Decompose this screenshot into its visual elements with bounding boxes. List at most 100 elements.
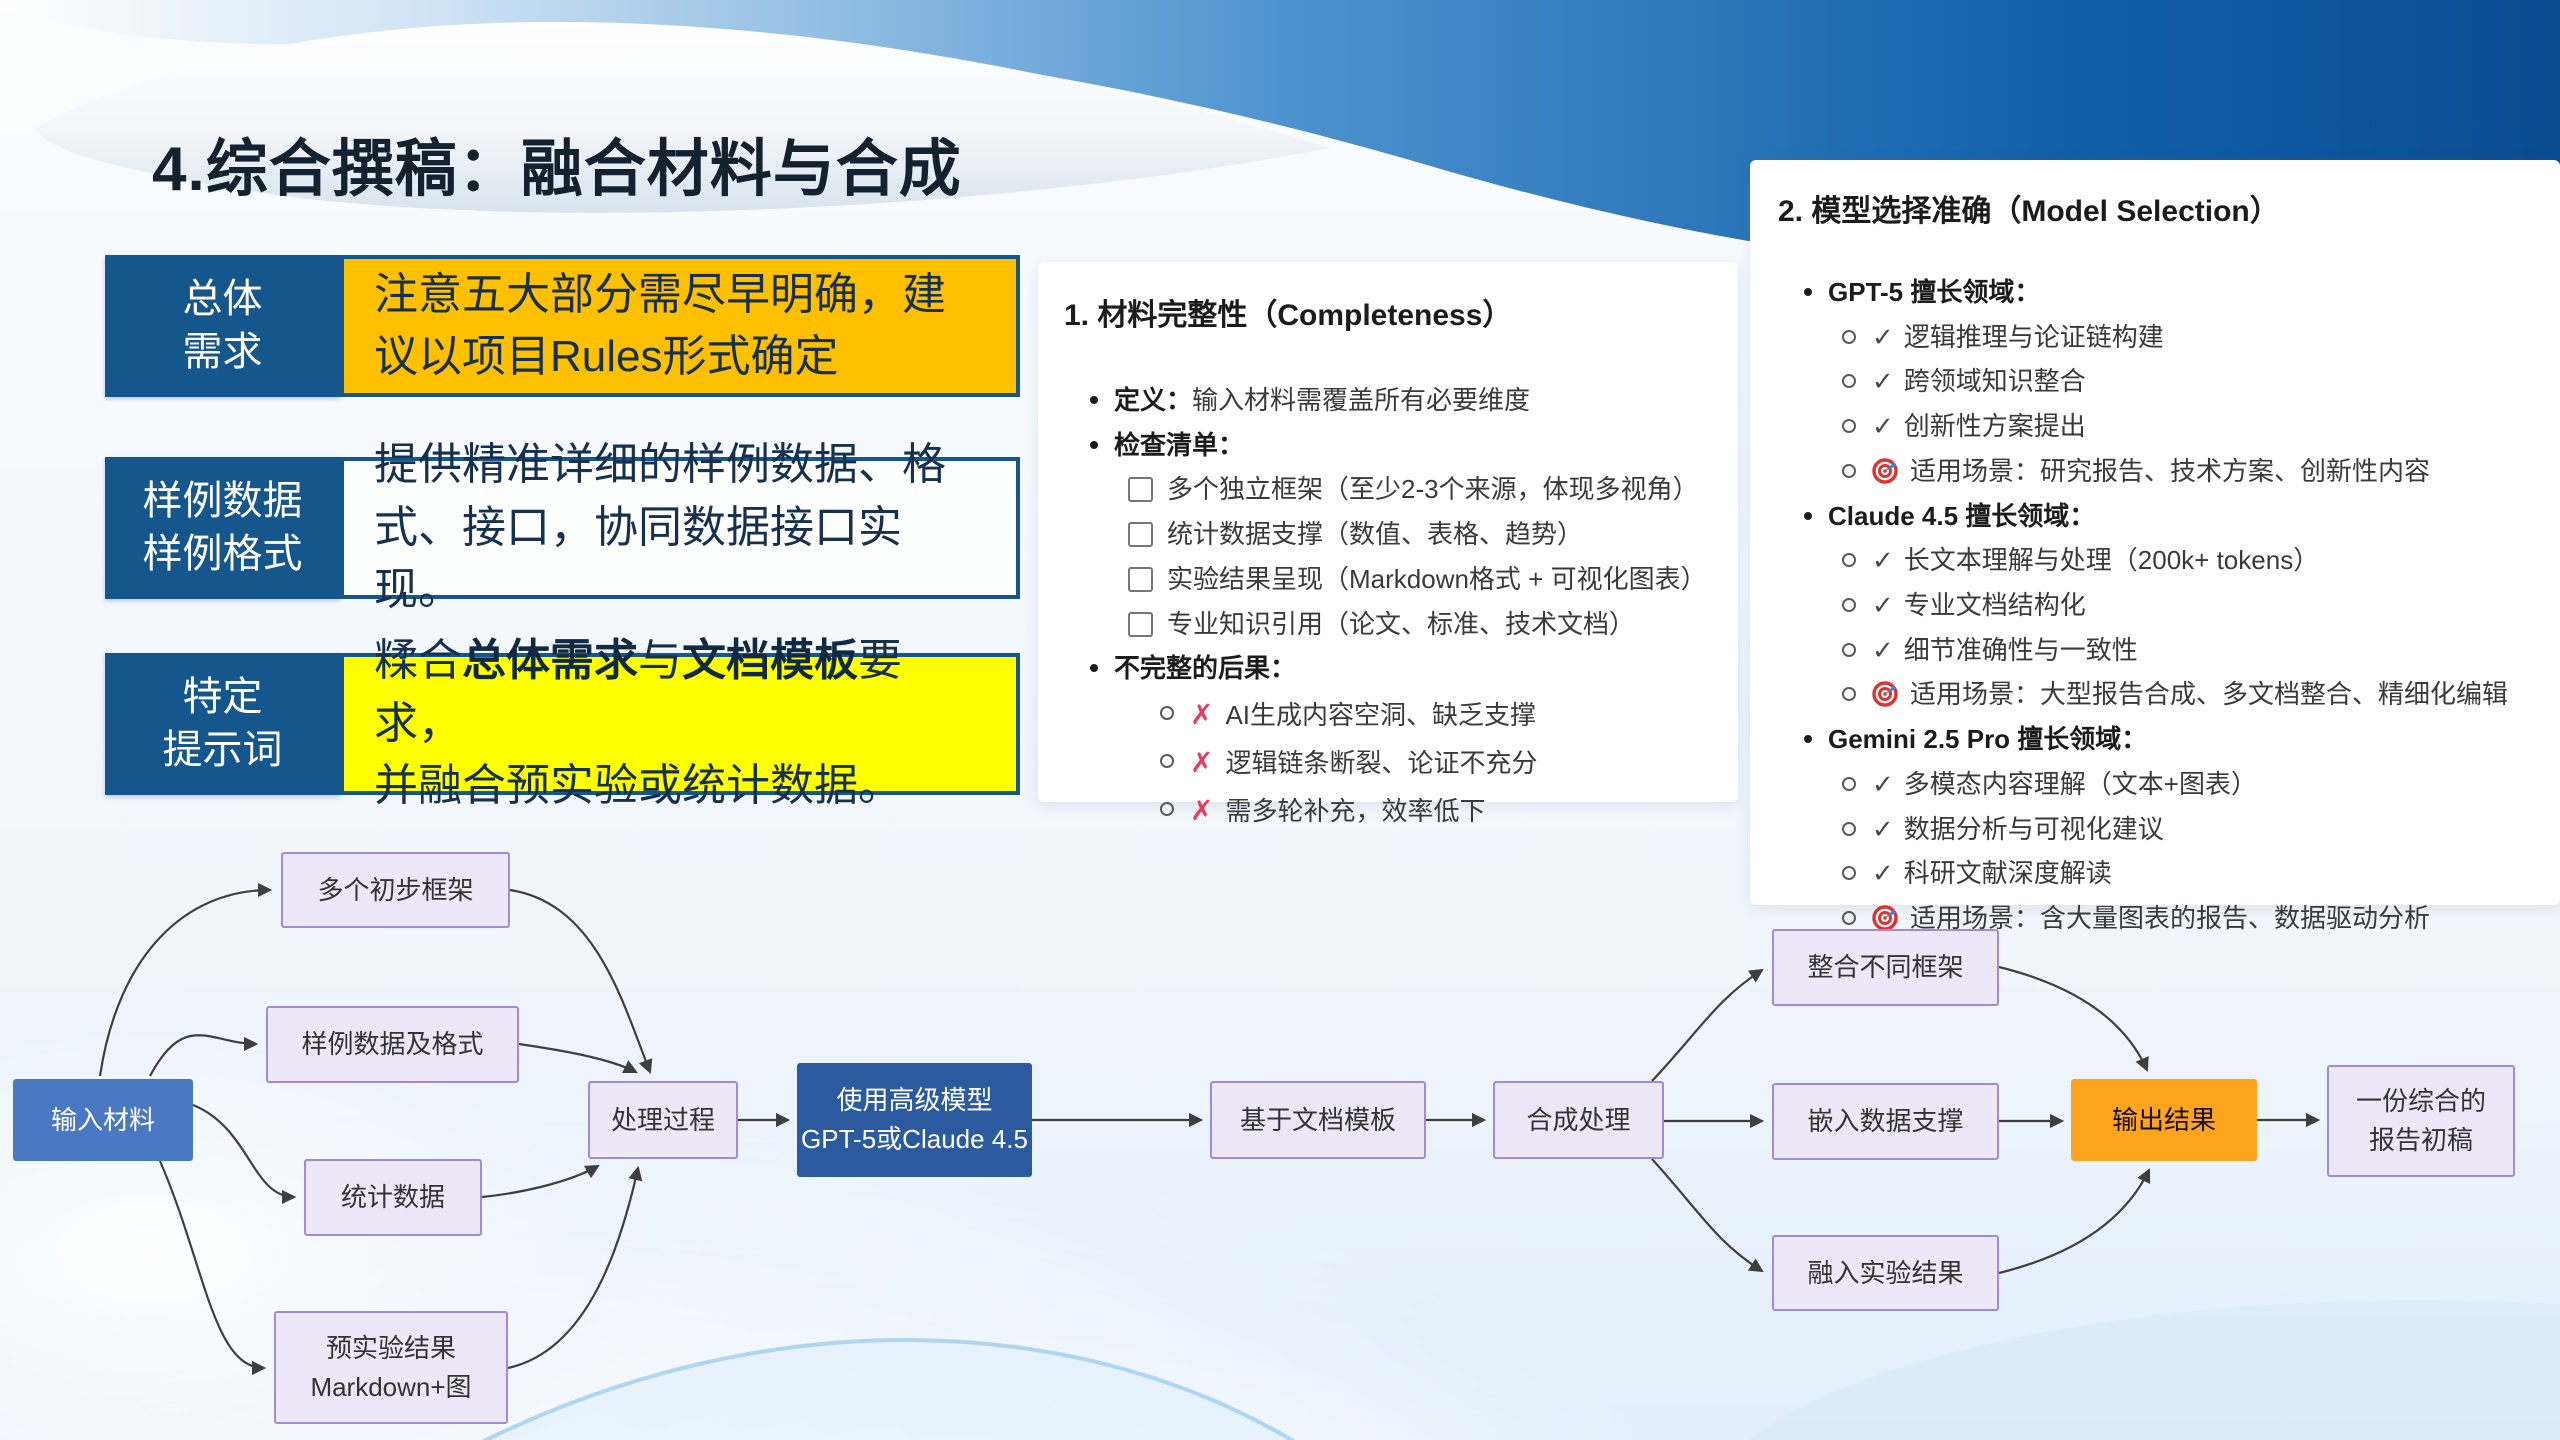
top-banner-swoosh [35, 22, 1330, 213]
flow-node-fuse: 融入实验结果 [1772, 1235, 1999, 1311]
circle-bullet-icon [1842, 776, 1856, 791]
cross-icon: ✗ [1190, 699, 1214, 731]
consequence-text: AI生成内容空洞、缺乏支撑 [1225, 700, 1537, 731]
circle-bullet-icon [1842, 553, 1856, 568]
flow-node-output: 输出结果 [2071, 1079, 2257, 1161]
scenario-text: 适用场景：研究报告、技术方案、创新性内容 [1910, 455, 2431, 486]
check-icon: ✓ [1872, 813, 1894, 844]
flow-node-input: 输入材料 [13, 1079, 193, 1161]
check-icon: ✓ [1872, 590, 1894, 621]
requirement-text: 提供精准详细的样例数据、格式、接口，协同数据接口实现。 [340, 440, 1020, 614]
model-name-line: Gemini 2.5 Pro 擅长领域： [1778, 717, 2532, 762]
bullet-dot-icon [1090, 664, 1098, 673]
bullet-dot-icon [1804, 735, 1812, 744]
requirement-text: 糅合总体需求与文档模板要求， 并融合预实验或统计数据。 [340, 636, 1020, 810]
checkbox-icon [1128, 566, 1153, 592]
consequences-label: 不完整的后果： [1114, 653, 1297, 684]
flow-node-synthesis: 合成处理 [1493, 1081, 1664, 1159]
requirement-row-overall: 总体 需求 注意五大部分需尽早明确，建议以项目Rules形式确定 [105, 255, 1020, 397]
model-name-line: GPT-5 擅长领域： [1778, 270, 2532, 315]
circle-bullet-icon [1842, 329, 1856, 344]
consequence-item: ✗ 需多轮补充，效率低下 [1064, 787, 1712, 835]
target-icon [1872, 458, 1898, 484]
model-strength: ✓创新性方案提出 [1778, 404, 2532, 449]
model-scenario: 适用场景：研究报告、技术方案、创新性内容 [1778, 449, 2532, 494]
circle-bullet-icon [1842, 419, 1856, 434]
strength-text: 逻辑推理与论证链构建 [1903, 321, 2164, 352]
model-scenario: 适用场景：大型报告合成、多文档整合、精细化编辑 [1778, 672, 2532, 717]
flow-node-stats: 统计数据 [304, 1159, 482, 1236]
page-title: 4.综合撰稿：融合材料与合成 [152, 135, 962, 204]
circle-bullet-icon [1842, 866, 1856, 881]
earth-horizon-arc [481, 1338, 1296, 1440]
consequence-item: ✗ AI生成内容空洞、缺乏支撑 [1064, 691, 1712, 739]
model-strength: ✓ 数据分析与可视化建议 [1778, 807, 2532, 852]
bullet-dot-icon [1090, 440, 1098, 449]
bullet-dot-icon [1804, 288, 1812, 296]
consequences-label-line: 不完整的后果： [1064, 646, 1712, 691]
checkbox-icon [1128, 522, 1153, 548]
model-name: GPT-5 擅长领域： [1828, 277, 2041, 307]
check-icon: ✓ [1872, 858, 1894, 889]
checklist-item-text: 实验结果呈现（Markdown格式 + 可视化图表） [1167, 563, 1707, 594]
requirement-text: 注意五大部分需尽早明确，建议以项目Rules形式确定 [340, 255, 1020, 397]
model-selection-card: 2. 模型选择准确（Model Selection） GPT-5 擅长领域： ✓… [1750, 160, 2560, 933]
flow-node-integrate: 整合不同框架 [1772, 929, 1999, 1006]
strength-text: 长文本理解与处理（200k+ tokens） [1903, 545, 2320, 576]
requirement-row-samples: 样例数据 样例格式 提供精准详细的样例数据、格式、接口，协同数据接口实现。 [105, 440, 1020, 614]
strength-text: 数据分析与可视化建议 [1903, 813, 2164, 844]
strength-text: 创新性方案提出 [1903, 411, 2086, 442]
earth-arc-fill [486, 1340, 1292, 1440]
circle-bullet-icon [1842, 687, 1856, 702]
circle-bullet-icon [1160, 802, 1174, 817]
model-name: Gemini 2.5 Pro 擅长领域： [1828, 724, 2148, 755]
requirement-label: 总体 需求 [105, 255, 340, 397]
scenario-text: 适用场景：含大量图表的报告、数据驱动分析 [1910, 903, 2431, 934]
model-name-line: Claude 4.5 擅长领域： [1778, 494, 2532, 539]
strength-text: 专业文档结构化 [1903, 590, 2086, 621]
requirement-text-rich: 糅合总体需求与文档模板要求， 并融合预实验或统计数据。 [374, 636, 902, 811]
circle-bullet-icon [1842, 374, 1856, 389]
checklist-item-text: 专业知识引用（论文、标准、技术文档） [1167, 608, 1636, 639]
model-strength: ✓科研文献深度解读 [1778, 851, 2532, 896]
flow-node-frames: 多个初步框架 [281, 852, 510, 928]
strength-text: 跨领域知识整合 [1903, 366, 2086, 397]
circle-bullet-icon [1842, 598, 1856, 613]
definition-text: 输入材料需覆盖所有必要维度 [1192, 385, 1531, 415]
definition-label: 定义： [1114, 385, 1193, 415]
consequence-text: 需多轮补充，效率低下 [1225, 796, 1486, 827]
definition-line: 定义：输入材料需覆盖所有必要维度 [1064, 378, 1712, 423]
target-icon [1872, 905, 1898, 931]
model-strength: ✓ 长文本理解与处理（200k+ tokens） [1778, 538, 2532, 583]
checklist-label-line: 检查清单： [1064, 423, 1712, 468]
completeness-card: 1. 材料完整性（Completeness） 定义：输入材料需覆盖所有必要维度 … [1038, 262, 1738, 826]
check-icon: ✓ [1872, 321, 1894, 352]
check-icon: ✓ [1872, 545, 1894, 576]
circle-bullet-icon [1842, 463, 1856, 478]
circle-bullet-icon [1842, 642, 1856, 657]
requirement-text-value: 注意五大部分需尽早明确，建议以项目Rules形式确定 [374, 269, 946, 381]
completeness-heading: 1. 材料完整性（Completeness） [1064, 299, 1513, 332]
strength-text: 多模态内容理解（文本+图表） [1903, 768, 2257, 799]
checklist-item: 专业知识引用（论文、标准、技术文档） [1064, 602, 1712, 647]
flow-node-preexperiment: 预实验结果 Markdown+图 [274, 1311, 508, 1424]
flow-node-embed: 嵌入数据支撑 [1772, 1083, 1999, 1160]
consequence-text: 逻辑链条断裂、论证不充分 [1225, 748, 1538, 779]
requirement-row-prompt: 特定 提示词 糅合总体需求与文档模板要求， 并融合预实验或统计数据。 [105, 636, 1020, 810]
check-icon: ✓ [1872, 634, 1894, 665]
circle-bullet-icon [1842, 821, 1856, 836]
check-icon: ✓ [1872, 768, 1894, 799]
checklist-item: 统计数据支撑（数值、表格、趋势） [1064, 512, 1712, 557]
bullet-dot-icon [1804, 511, 1812, 520]
model-strength: ✓细节准确性与一致性 [1778, 628, 2532, 673]
checkbox-icon [1128, 611, 1153, 637]
requirement-label: 特定 提示词 [105, 653, 340, 795]
model-selection-heading: 2. 模型选择准确（Model Selection） [1778, 195, 2280, 228]
flow-node-samples: 样例数据及格式 [266, 1006, 519, 1083]
cross-icon: ✗ [1190, 795, 1214, 827]
model-scenario: 适用场景：含大量图表的报告、数据驱动分析 [1778, 896, 2532, 941]
bullet-dot-icon [1090, 396, 1098, 404]
flow-node-template: 基于文档模板 [1210, 1081, 1426, 1159]
